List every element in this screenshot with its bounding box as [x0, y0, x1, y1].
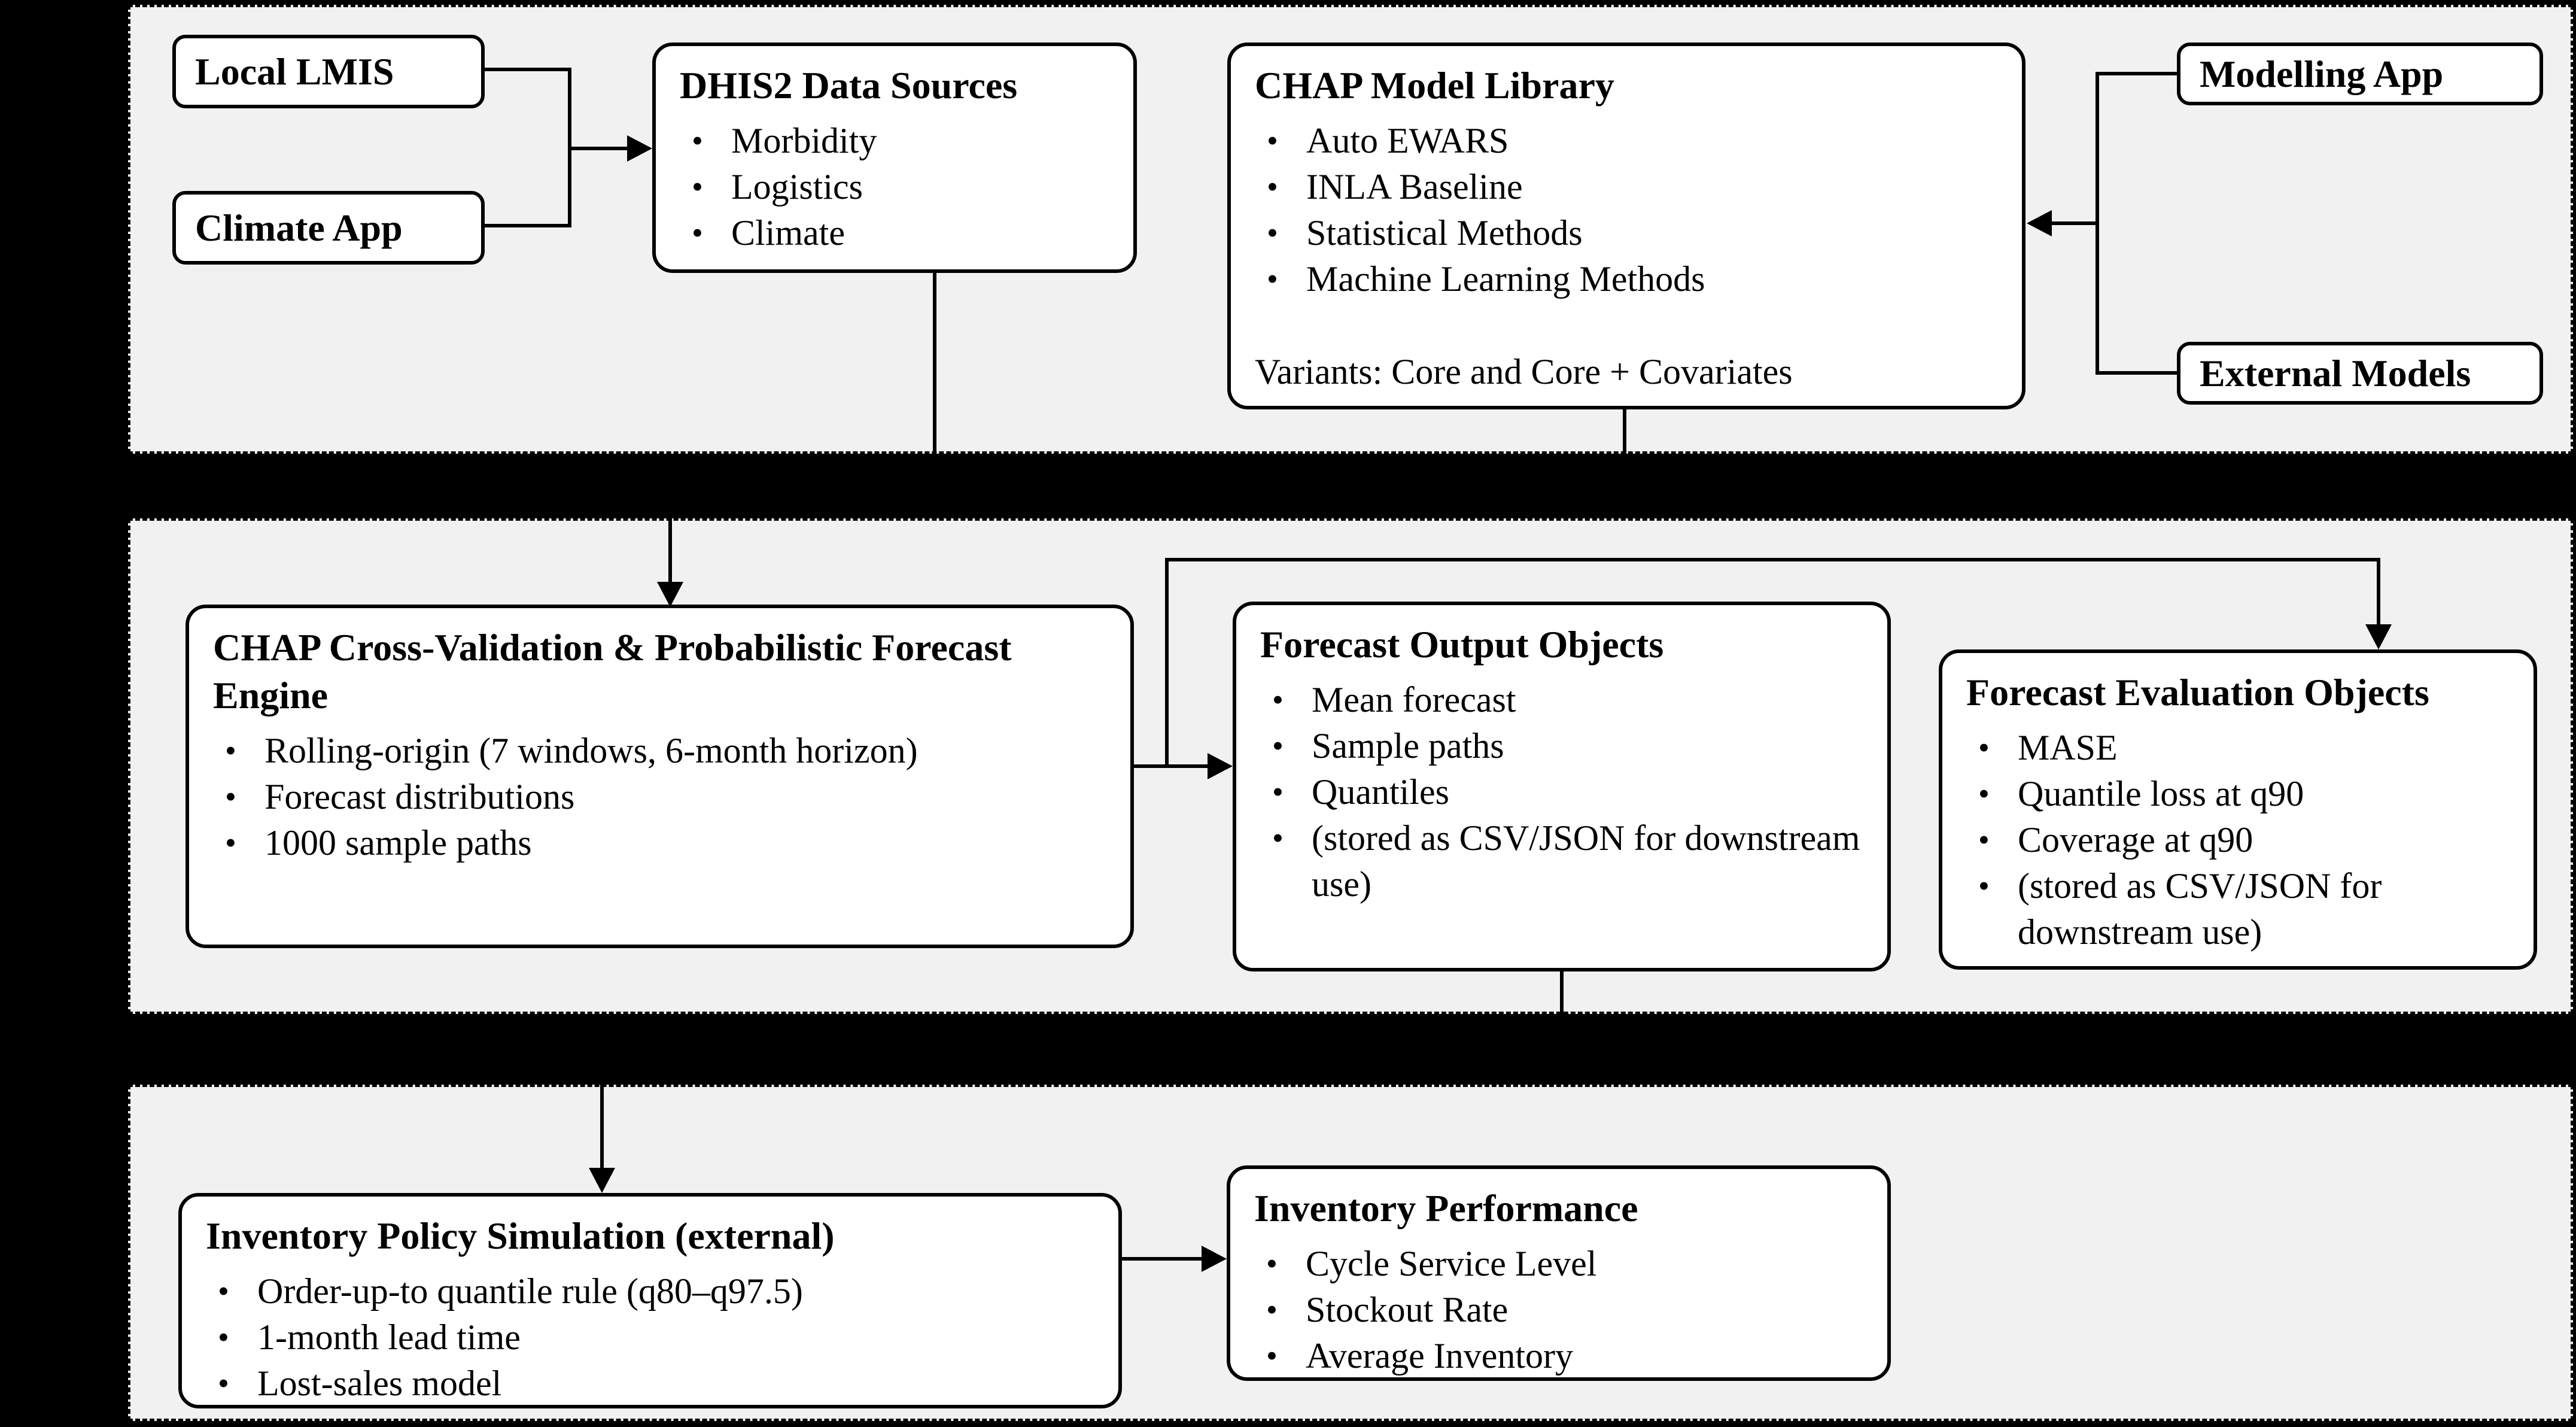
- connector-into-dhis2: [570, 147, 629, 150]
- box-chap-library-bullets: Auto EWARSINLA BaselineStatistical Metho…: [1255, 118, 1998, 302]
- connector-lmis-stub: [485, 68, 570, 71]
- arrowhead-into-performance: [1202, 1246, 1227, 1272]
- bullet-item: Morbidity: [692, 118, 1109, 164]
- box-cv-engine-bullets: Rolling-origin (7 windows, 6-month horiz…: [213, 728, 1106, 866]
- arrowhead-into-library: [2027, 210, 2052, 236]
- connector-split-top: [1165, 558, 2380, 561]
- box-forecast-eval-title: Forecast Evaluation Objects: [1966, 671, 2429, 714]
- bullet-item: Statistical Methods: [1267, 210, 1998, 256]
- connector-external-stub: [2097, 371, 2177, 375]
- connector-into-policy: [600, 1085, 604, 1168]
- box-inventory-performance-title: Inventory Performance: [1254, 1187, 1638, 1229]
- bullet-item: Order-up-to quantile rule (q80–q97.5): [218, 1268, 1094, 1314]
- box-dhis2-title: DHIS2 Data Sources: [680, 64, 1018, 107]
- box-local-lmis-title: Local LMIS: [195, 50, 394, 93]
- bullet-item: Lost-sales model: [218, 1361, 1094, 1407]
- connector-climate-stub: [485, 224, 570, 227]
- box-chap-library: CHAP Model Library Auto EWARSINLA Baseli…: [1227, 42, 2025, 409]
- box-cv-engine: CHAP Cross-Validation & Probabilistic Fo…: [185, 605, 1134, 948]
- box-inventory-performance-bullets: Cycle Service LevelStockout RateAverage …: [1254, 1241, 1863, 1379]
- bullet-item: Rolling-origin (7 windows, 6-month horiz…: [225, 728, 1106, 774]
- connector-dhis2-down: [933, 273, 936, 454]
- arrowhead-into-dhis2: [627, 135, 652, 162]
- box-chap-library-note: Variants: Core and Core + Covariates: [1255, 352, 1793, 391]
- bullet-item: Auto EWARS: [1267, 118, 1998, 164]
- bullet-item: (stored as CSV/JSON for downstream use): [1978, 863, 2510, 955]
- bullet-item: Quantiles: [1272, 769, 1863, 815]
- bullet-item: Mean forecast: [1272, 677, 1863, 723]
- bullet-item: (stored as CSV/JSON for downstream use): [1272, 815, 1863, 907]
- arrowhead-into-output: [1208, 753, 1233, 779]
- connector-split-riser: [1165, 558, 1169, 768]
- box-cv-engine-title: CHAP Cross-Validation & Probabilistic Fo…: [213, 626, 1012, 716]
- box-modelling-app-title: Modelling App: [2200, 52, 2444, 95]
- box-chap-library-title: CHAP Model Library: [1255, 64, 1614, 107]
- box-inventory-performance: Inventory Performance Cycle Service Leve…: [1227, 1165, 1891, 1381]
- box-forecast-eval: Forecast Evaluation Objects MASEQuantile…: [1939, 649, 2537, 970]
- bullet-item: Logistics: [692, 164, 1109, 210]
- connector-library-down: [1623, 409, 1626, 454]
- arrowhead-into-eval: [2365, 624, 2392, 649]
- bullet-item: Stockout Rate: [1266, 1287, 1863, 1333]
- box-local-lmis: Local LMIS: [172, 35, 485, 108]
- box-climate-app: Climate App: [172, 191, 485, 265]
- arrowhead-into-engine: [657, 582, 683, 607]
- bullet-item: INLA Baseline: [1267, 164, 1998, 210]
- connector-engine-output: [1134, 764, 1210, 768]
- box-climate-app-title: Climate App: [195, 206, 403, 249]
- bullet-item: 1000 sample paths: [225, 820, 1106, 866]
- connector-into-eval-drop: [2377, 558, 2380, 625]
- arrowhead-into-policy: [589, 1168, 615, 1193]
- bullet-item: Coverage at q90: [1978, 817, 2510, 863]
- box-dhis2-bullets: MorbidityLogisticsClimate: [680, 118, 1109, 256]
- bullet-item: Cycle Service Level: [1266, 1241, 1863, 1287]
- box-inventory-policy-bullets: Order-up-to quantile rule (q80–q97.5)1-m…: [206, 1268, 1094, 1407]
- box-forecast-output-bullets: Mean forecastSample pathsQuantiles(store…: [1260, 677, 1863, 907]
- box-dhis2: DHIS2 Data Sources MorbidityLogisticsCli…: [652, 42, 1137, 273]
- bullet-item: Climate: [692, 210, 1109, 256]
- bullet-item: Quantile loss at q90: [1978, 771, 2510, 817]
- box-inventory-policy: Inventory Policy Simulation (external) O…: [178, 1193, 1122, 1408]
- bullet-item: Forecast distributions: [225, 774, 1106, 820]
- box-inventory-policy-title: Inventory Policy Simulation (external): [206, 1215, 835, 1257]
- bullet-item: Machine Learning Methods: [1267, 256, 1998, 302]
- box-external-models-title: External Models: [2200, 351, 2471, 394]
- bullet-item: Average Inventory: [1266, 1333, 1863, 1379]
- connector-policy-performance: [1122, 1257, 1206, 1261]
- box-forecast-eval-bullets: MASEQuantile loss at q90Coverage at q90(…: [1966, 725, 2510, 955]
- box-forecast-output-title: Forecast Output Objects: [1260, 623, 1664, 666]
- bullet-item: 1-month lead time: [218, 1314, 1094, 1361]
- connector-output-down: [1560, 971, 1564, 1014]
- connector-into-library: [2052, 221, 2097, 225]
- bullet-item: Sample paths: [1272, 723, 1863, 769]
- box-forecast-output: Forecast Output Objects Mean forecastSam…: [1233, 602, 1891, 971]
- box-external-models: External Models: [2177, 342, 2543, 405]
- connector-modelling-stub: [2097, 72, 2177, 75]
- box-modelling-app: Modelling App: [2177, 42, 2543, 105]
- connector-right-junction: [2096, 72, 2099, 375]
- connector-into-engine: [668, 518, 672, 584]
- bullet-item: MASE: [1978, 725, 2510, 771]
